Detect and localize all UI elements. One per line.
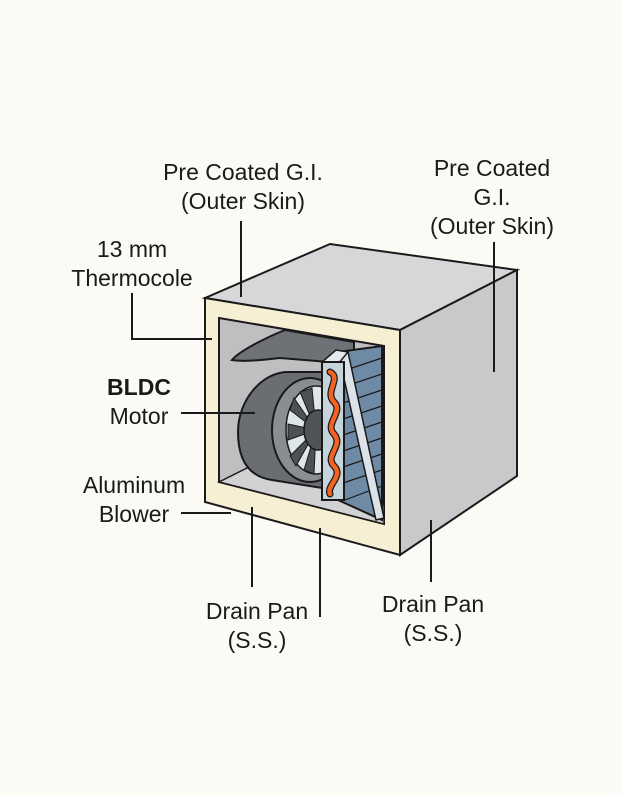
label-drain-pan-right: Drain Pan (S.S.): [370, 590, 496, 648]
label-drain-pan-left: Drain Pan (S.S.): [194, 597, 320, 655]
label-bldc-motor-line2: Motor: [109, 403, 169, 429]
copper-tube-fill: [327, 369, 340, 497]
label-thermocole-line2: Thermocole: [71, 265, 193, 291]
leader-thermocole: [131, 293, 212, 340]
label-drain-pan-right-line2: (S.S.): [403, 620, 463, 646]
label-outer-skin-top-line2: (Outer Skin): [181, 188, 305, 214]
label-thermocole-line1: 13 mm: [96, 236, 168, 262]
label-drain-pan-right-line1: Drain Pan: [381, 591, 485, 617]
label-outer-skin-right-line2: G.I.: [473, 184, 511, 210]
label-aluminum-blower-line2: Blower: [98, 501, 170, 527]
label-bldc-motor-line1: BLDC: [107, 374, 171, 400]
label-outer-skin-right: Pre Coated G.I. (Outer Skin): [412, 154, 572, 241]
label-aluminum-blower-line1: Aluminum: [82, 472, 186, 498]
leader-lines: [131, 221, 495, 617]
label-drain-pan-left-line1: Drain Pan: [205, 598, 309, 624]
label-outer-skin-right-line3: (Outer Skin): [430, 213, 554, 239]
label-bldc-motor: BLDC Motor: [96, 373, 182, 431]
label-drain-pan-left-line2: (S.S.): [227, 627, 287, 653]
label-outer-skin-top: Pre Coated G.I. (Outer Skin): [148, 158, 338, 216]
label-outer-skin-right-line1: Pre Coated: [433, 155, 551, 181]
drain-pan-floor: [216, 464, 385, 525]
label-aluminum-blower: Aluminum Blower: [66, 471, 202, 529]
label-outer-skin-top-line1: Pre Coated G.I.: [163, 159, 323, 185]
label-thermocole: 13 mm Thermocole: [52, 235, 212, 293]
